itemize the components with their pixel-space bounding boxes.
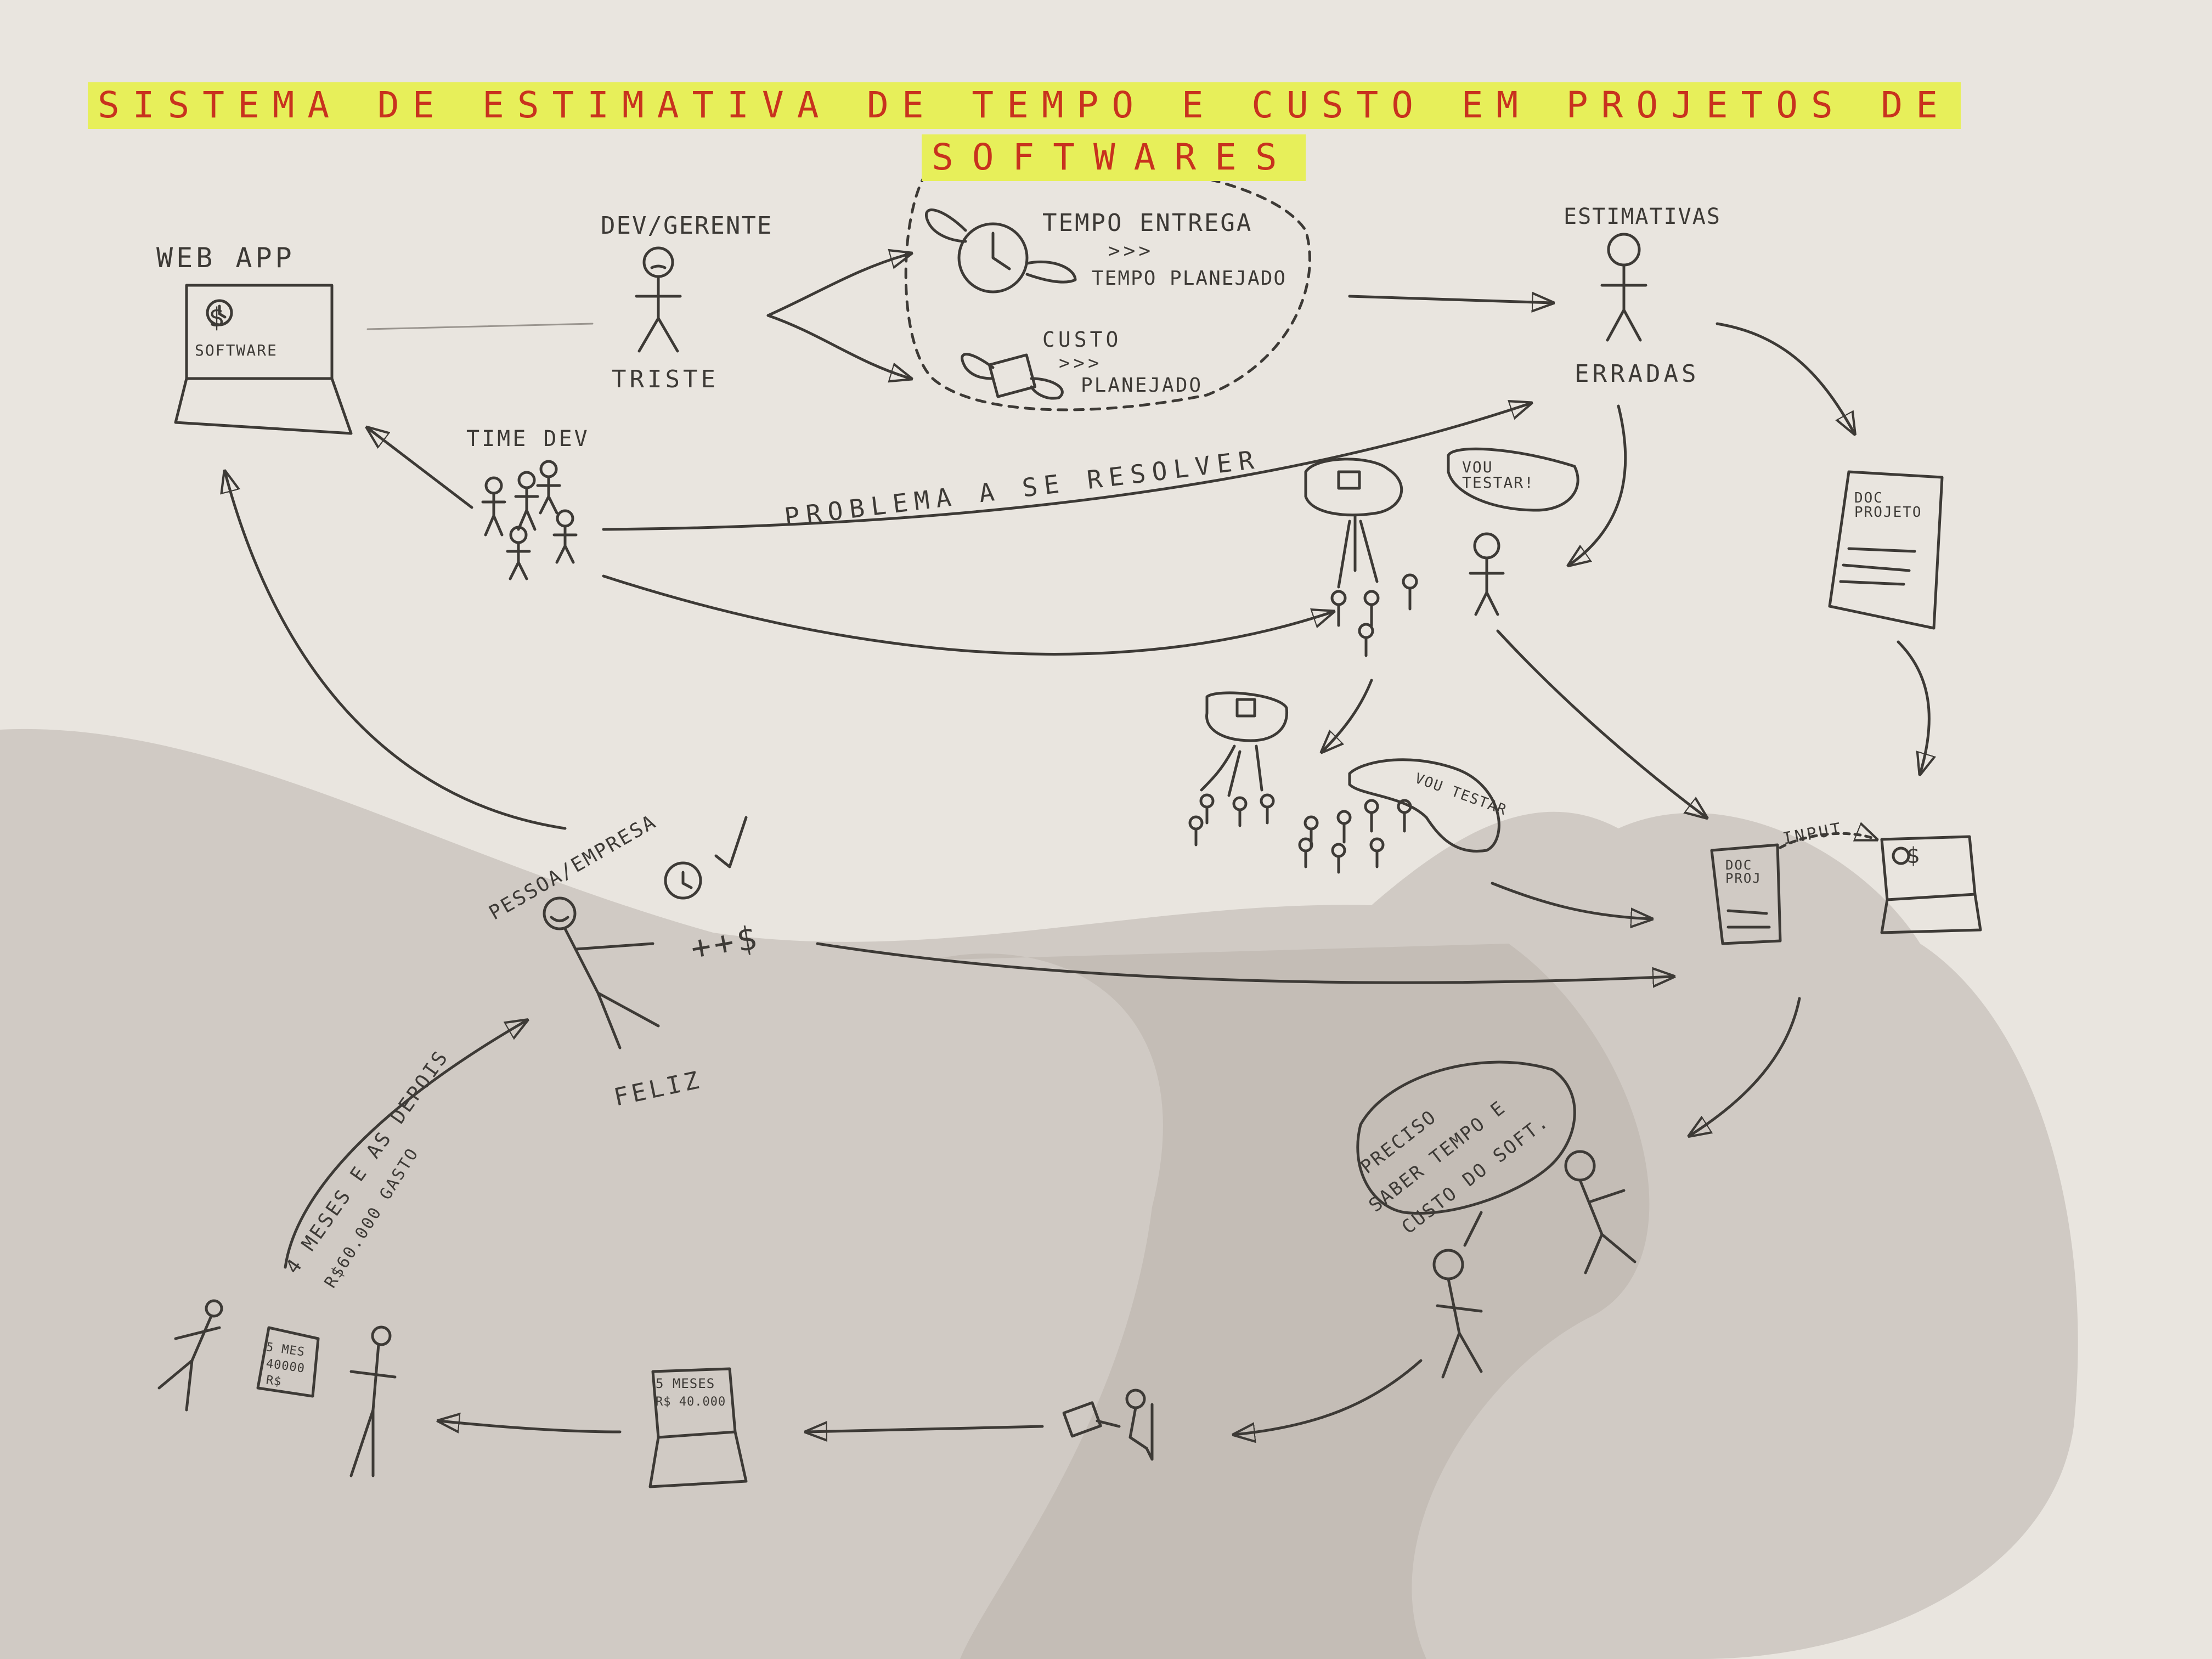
estimativas-label: ESTIMATIVAS	[1564, 204, 1721, 229]
sad-manager-figure	[635, 246, 682, 353]
web-app-label: WEB APP	[156, 242, 295, 274]
dollar-icon: $	[208, 302, 228, 333]
time-dev-label: TIME DEV	[466, 426, 590, 452]
speech-bubble	[1356, 1060, 1576, 1215]
vou-testar-label: VOU TESTAR!	[1462, 458, 1535, 492]
people-with-contract	[157, 1299, 397, 1477]
tempo-entrega-label: TEMPO ENTREGA	[1042, 209, 1253, 237]
contract-laptop-icon	[648, 1367, 748, 1488]
doc-projeto-label: DOC PROJETO	[1854, 490, 1922, 521]
paper-line3: R$	[265, 1373, 283, 1389]
winged-clock-icon	[925, 208, 1077, 294]
greater-than-label-2: >>>	[1059, 352, 1103, 374]
custo-label: CUSTO	[1042, 328, 1122, 352]
contract-line1: 5 MESES	[656, 1376, 715, 1391]
laptop-lower-icon	[1880, 835, 1982, 934]
winged-money-icon	[961, 353, 1064, 400]
dev-team-figures	[481, 460, 578, 580]
developer-at-desk	[1062, 1389, 1154, 1461]
tempo-planejado-label: TEMPO PLANEJADO	[1092, 267, 1287, 290]
laptop-icon	[174, 284, 353, 435]
testing-team-bottom	[1188, 691, 1500, 874]
erradas-label: ERRADAS	[1575, 360, 1700, 388]
greater-than-label-1: >>>	[1108, 240, 1154, 262]
dev-gerente-label: DEV/GERENTE	[601, 212, 773, 240]
document-icon	[1828, 470, 1944, 630]
doc-proj-label: DOC PROJ	[1725, 857, 1762, 886]
software-label: SOFTWARE	[195, 341, 278, 359]
contract-line2: R$ 40.000	[656, 1395, 726, 1409]
happy-client-figure	[543, 896, 660, 1049]
client-figures	[1432, 1150, 1637, 1379]
diagram-title-line2: SOFTWARES	[922, 134, 1306, 181]
diagram-title-line1: SISTEMA DE ESTIMATIVA DE TEMPO E CUSTO E…	[88, 82, 1961, 129]
clock-check-icon	[664, 816, 748, 900]
planejado-label: PLANEJADO	[1081, 374, 1203, 397]
triste-label: TRISTE	[612, 365, 719, 393]
testing-team-top	[1304, 447, 1579, 657]
document-lower-icon	[1710, 843, 1782, 945]
estimator-figure	[1600, 233, 1647, 342]
dollar-lower-icon: $	[1906, 843, 1923, 868]
